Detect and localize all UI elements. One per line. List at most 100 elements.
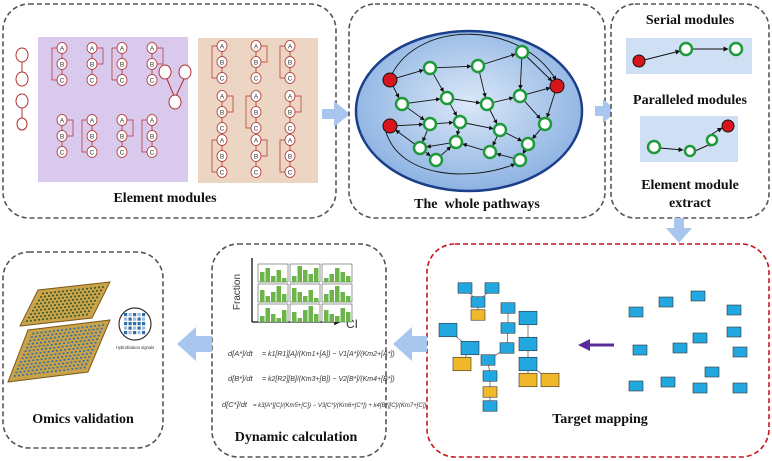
microarray-spot xyxy=(58,316,60,319)
microarray-spot xyxy=(56,300,58,303)
microarray-spot xyxy=(19,371,22,373)
microarray-spot xyxy=(52,357,55,359)
motif-node-label: A xyxy=(150,117,155,124)
microarray-spot xyxy=(75,330,78,333)
motif-feedback xyxy=(51,47,57,81)
microarray-spot xyxy=(75,340,78,343)
pathway-edge xyxy=(462,142,484,151)
microarray-spot xyxy=(56,339,59,342)
motif-node xyxy=(146,74,158,86)
pathway-node-red xyxy=(382,118,398,134)
pathway-node-green xyxy=(439,90,455,106)
target-mapping-nodes xyxy=(438,282,748,412)
mapped-target-blue xyxy=(484,282,500,294)
motif-node xyxy=(216,106,228,118)
abc-motif: ABC xyxy=(141,114,158,158)
motif-node xyxy=(284,166,296,178)
microarray-spot xyxy=(46,311,48,314)
microarray-spot xyxy=(48,357,51,360)
microarray-spot xyxy=(56,313,58,316)
microarray-spot xyxy=(25,367,28,369)
microarray-spot xyxy=(57,346,60,349)
microarray-spot xyxy=(47,350,50,353)
motif-node xyxy=(56,130,68,142)
microarray-spot xyxy=(52,330,55,332)
microarray-spot xyxy=(81,363,84,366)
target-mapping-title: Target mapping xyxy=(552,412,648,427)
motif-node-label: C xyxy=(150,77,155,84)
microarray-spot xyxy=(40,296,42,298)
mapped-target-blue xyxy=(482,400,498,412)
microarray-spot xyxy=(85,363,88,365)
motif-node-label: B xyxy=(120,61,124,68)
histogram-bar xyxy=(260,316,265,322)
microarray-spot xyxy=(82,314,84,316)
microarray-spot xyxy=(72,305,74,308)
microarray-spot xyxy=(48,308,50,310)
microarray-spot xyxy=(63,342,66,344)
motif-node xyxy=(250,166,262,178)
dynamic-calculation-title: Dynamic calculation xyxy=(235,430,358,445)
microarray-spot xyxy=(66,351,69,354)
unmapped-target xyxy=(726,304,742,316)
unmapped-target xyxy=(660,376,676,388)
magnified-spot xyxy=(124,326,128,330)
mapped-target-blue xyxy=(460,340,480,356)
mapped-target-blue xyxy=(500,322,516,334)
microarray-spot xyxy=(68,338,71,340)
magnified-spot xyxy=(128,322,132,326)
histogram-bar xyxy=(297,292,302,302)
microarray-spot xyxy=(58,303,60,306)
unmapped-target xyxy=(692,332,708,344)
microarray-spot xyxy=(76,305,78,307)
unmapped-target xyxy=(732,346,748,358)
microarray-spot xyxy=(77,364,80,366)
microarray-spot xyxy=(40,368,43,371)
motif-node xyxy=(216,56,228,68)
microarray-spot xyxy=(84,346,87,349)
microarray-spot xyxy=(33,355,36,358)
microarray-spot xyxy=(60,300,62,303)
microarray-spot xyxy=(79,340,82,342)
motif-node-label: C xyxy=(220,75,225,82)
microarray-spot xyxy=(76,311,78,314)
microarray-spot xyxy=(38,318,40,321)
histogram-bar xyxy=(292,276,297,282)
microarray-spot xyxy=(77,327,80,329)
microarray-spot xyxy=(102,286,104,288)
motif-node xyxy=(146,42,158,54)
histogram-bar xyxy=(340,292,345,302)
microarray-spot xyxy=(86,300,88,303)
microarray-spot xyxy=(78,295,80,297)
microarray-spot xyxy=(78,301,80,304)
microarray-spot xyxy=(64,299,66,302)
microarray-spot xyxy=(86,342,89,345)
histogram-bar xyxy=(314,268,319,282)
microarray-spot xyxy=(68,312,70,315)
motif-node-label: B xyxy=(60,133,64,140)
microarray-spot xyxy=(29,366,32,369)
histogram-bar xyxy=(335,316,340,322)
panel-target-mapping: Target mapping xyxy=(426,243,770,458)
histogram-bar xyxy=(271,314,276,322)
microarray-spot xyxy=(79,367,82,369)
microarray-spot xyxy=(96,328,99,330)
microarray-spot xyxy=(44,308,46,311)
pathway-oval xyxy=(354,29,584,193)
mapped-target-blue xyxy=(480,354,496,366)
microarray-spot xyxy=(72,337,75,340)
magnified-spot xyxy=(142,313,146,317)
microarray-spot xyxy=(22,374,25,376)
microarray-spot xyxy=(100,289,102,292)
microarray-spot xyxy=(74,350,77,353)
microarray-spot xyxy=(61,356,64,358)
microarray-spot xyxy=(61,345,64,348)
motif-node-label: B xyxy=(288,109,292,116)
motif-node xyxy=(284,150,296,162)
microarray-spot xyxy=(74,334,77,336)
microarray-spot xyxy=(23,370,26,373)
microarray-spot xyxy=(84,356,87,359)
microarray-spot xyxy=(78,314,80,317)
